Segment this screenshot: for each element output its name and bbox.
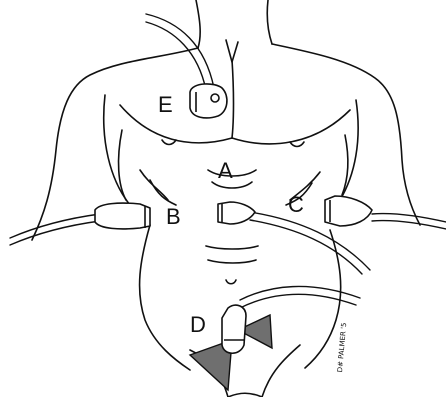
neck-outline <box>196 0 200 48</box>
probe-b <box>95 203 150 229</box>
probe-c <box>325 196 372 226</box>
label-b: B <box>166 206 181 228</box>
pectoral-right <box>232 110 350 144</box>
label-a: A <box>218 160 233 182</box>
neck-outline-right <box>267 0 272 44</box>
label-e: E <box>158 94 173 116</box>
probe-e <box>190 84 227 118</box>
label-d: D <box>190 314 206 336</box>
probe-a <box>218 202 255 224</box>
probe-d <box>222 305 246 353</box>
left-waist <box>140 225 190 370</box>
label-c: C <box>288 194 304 216</box>
